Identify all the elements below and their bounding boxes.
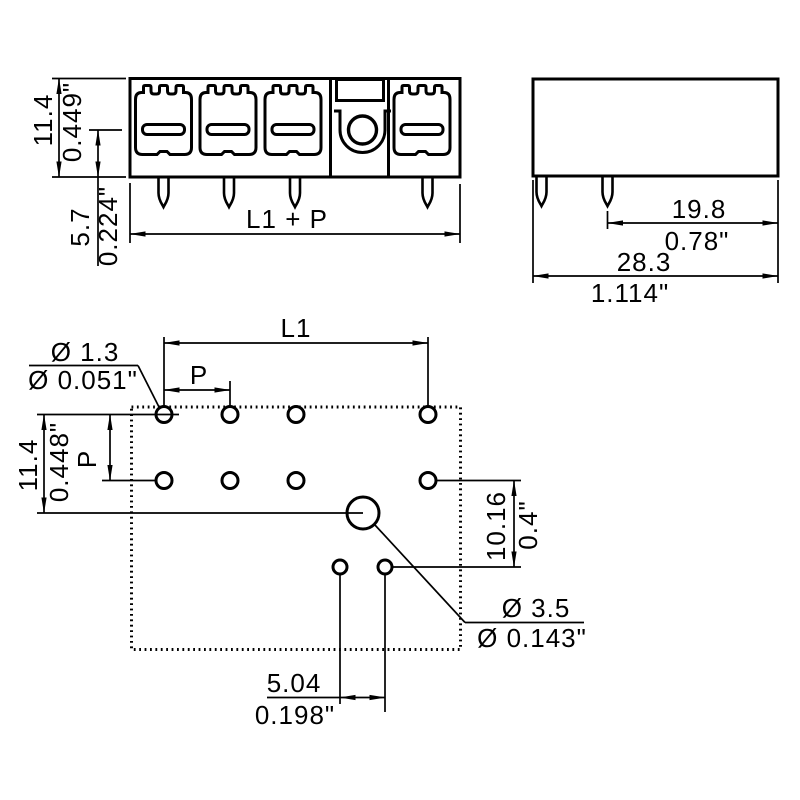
front-pin-offset-mm-label: 5.7 [65, 207, 95, 246]
screw-hole [346, 114, 379, 146]
front-height-mm-label: 11.4 [28, 94, 58, 147]
pitch-vertical-label: P [72, 450, 102, 468]
pad-hole [220, 405, 240, 424]
large-hole-dia-inch-label: Ø 0.143" [477, 623, 587, 653]
side-depth-mm-label: 28.3 [617, 247, 672, 277]
pad-hole [418, 405, 438, 424]
vert-offset-inch-label: 0.4" [513, 500, 543, 549]
side-view-dimensions: 19.8 0.78" 28.3 1.114" [532, 180, 779, 308]
pad-hole [331, 558, 349, 576]
side-pin-to-edge-inch-label: 0.78" [665, 226, 730, 256]
pad-hole [418, 471, 438, 490]
vert-offset-mm-label: 10.16 [481, 491, 511, 561]
pitch-horizontal-label: P [190, 360, 208, 390]
footprint-dimensions: L1 P Ø 1.3 Ø 0.051" 11.4 0.448" P 10.16 … [13, 313, 587, 730]
solder-pin [421, 175, 434, 209]
horiz-offset-mm-label: 5.04 [267, 668, 322, 698]
screw-flange-section [329, 78, 391, 176]
pad-hole [154, 471, 174, 490]
solder-pin [222, 175, 236, 209]
row-span-mm-label: 11.4 [13, 439, 43, 492]
large-hole-dia-mm-label: Ø 3.5 [502, 593, 571, 623]
small-hole-dia-inch-label: Ø 0.051" [28, 365, 138, 395]
connector-pole [392, 84, 452, 156]
front-length-label: L1 + P [246, 204, 328, 234]
pad-hole [376, 558, 394, 576]
front-height-inch-label: 0.449" [57, 82, 87, 162]
board-outline [130, 405, 462, 651]
side-housing [531, 77, 780, 178]
horiz-offset-inch-label: 0.198" [255, 700, 335, 730]
connector-pole [198, 84, 258, 156]
side-pin-to-edge-mm-label: 19.8 [672, 194, 727, 224]
solder-pin [288, 175, 302, 209]
pad-hole [286, 405, 306, 424]
row-span-inch-label: 0.448" [44, 422, 74, 502]
side-depth-inch-label: 1.114" [591, 278, 669, 308]
connector-pole [263, 84, 323, 156]
solder-pin [535, 174, 548, 208]
front-view [128, 77, 462, 209]
footprint-length-label: L1 [281, 313, 312, 343]
connector-housing [128, 77, 462, 179]
pad-hole [220, 471, 240, 490]
front-view-dimensions: 11.4 0.449" 5.7 0.224" L1 + P [28, 77, 461, 266]
connector-pole [134, 84, 193, 156]
solder-pin [601, 174, 614, 208]
side-view [531, 77, 780, 208]
footprint-view [130, 405, 462, 651]
small-hole-dia-mm-label: Ø 1.3 [51, 337, 120, 367]
solder-pin [157, 175, 170, 209]
front-pin-offset-inch-label: 0.224" [93, 186, 123, 266]
pad-hole [286, 471, 306, 490]
